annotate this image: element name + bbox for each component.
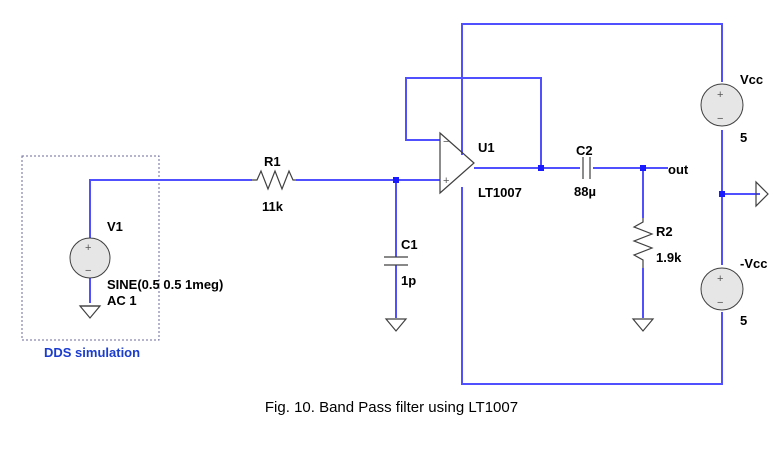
r2-name: R2 bbox=[656, 224, 673, 239]
dds-simulation-box bbox=[21, 155, 160, 341]
dds-simulation-label: DDS simulation bbox=[44, 345, 140, 360]
ground-icon bbox=[755, 180, 769, 208]
opamp-u1 bbox=[439, 131, 475, 195]
ground-icon bbox=[78, 305, 102, 319]
v1-minus-sign: − bbox=[85, 265, 91, 277]
resistor-r2 bbox=[632, 218, 654, 268]
ground-icon bbox=[631, 318, 655, 332]
wire-vminus-rail bbox=[461, 187, 723, 385]
junction-node-feedback bbox=[538, 165, 544, 171]
opamp-minus-sign: − bbox=[443, 136, 449, 148]
opamp-plus-sign: + bbox=[443, 175, 449, 187]
junction-node-in bbox=[393, 177, 399, 183]
wire-vplus-rail bbox=[461, 23, 723, 155]
ground-icon bbox=[384, 318, 408, 332]
v1-name: V1 bbox=[107, 219, 123, 234]
r1-name: R1 bbox=[264, 154, 281, 169]
vcc-plus-sign: + bbox=[717, 89, 723, 101]
vee-plus-sign: + bbox=[717, 273, 723, 285]
vcc-value: 5 bbox=[740, 130, 747, 145]
c2-value: 88µ bbox=[574, 184, 596, 199]
c2-name: C2 bbox=[576, 143, 593, 158]
vee-value: 5 bbox=[740, 313, 747, 328]
vee-name: -Vcc bbox=[740, 256, 767, 271]
r1-value: 11k bbox=[262, 199, 284, 214]
wire-feedback bbox=[405, 77, 542, 168]
vee-minus-sign: − bbox=[717, 297, 723, 309]
resistor-r1 bbox=[252, 169, 296, 191]
v1-ac: AC 1 bbox=[107, 293, 137, 308]
junction-node-out bbox=[640, 165, 646, 171]
v1-value: SINE(0.5 0.5 1meg) bbox=[107, 277, 223, 292]
voltage-source-vcc bbox=[700, 83, 744, 127]
wire-v1-r1 bbox=[89, 179, 252, 240]
figure-caption: Fig. 10. Band Pass filter using LT1007 bbox=[264, 399, 519, 416]
junction-node-gnd bbox=[719, 191, 725, 197]
v1-plus-sign: + bbox=[85, 242, 91, 254]
vcc-minus-sign: − bbox=[717, 113, 723, 125]
u1-value: LT1007 bbox=[478, 185, 522, 200]
vcc-name: Vcc bbox=[740, 72, 763, 87]
net-out-label: out bbox=[668, 162, 689, 177]
r2-value: 1.9k bbox=[656, 250, 682, 265]
c1-name: C1 bbox=[401, 237, 418, 252]
wires bbox=[89, 23, 760, 385]
u1-name: U1 bbox=[478, 140, 495, 155]
voltage-source-vee bbox=[700, 267, 744, 311]
c1-value: 1p bbox=[401, 273, 416, 288]
voltage-source-v1 bbox=[69, 237, 111, 279]
